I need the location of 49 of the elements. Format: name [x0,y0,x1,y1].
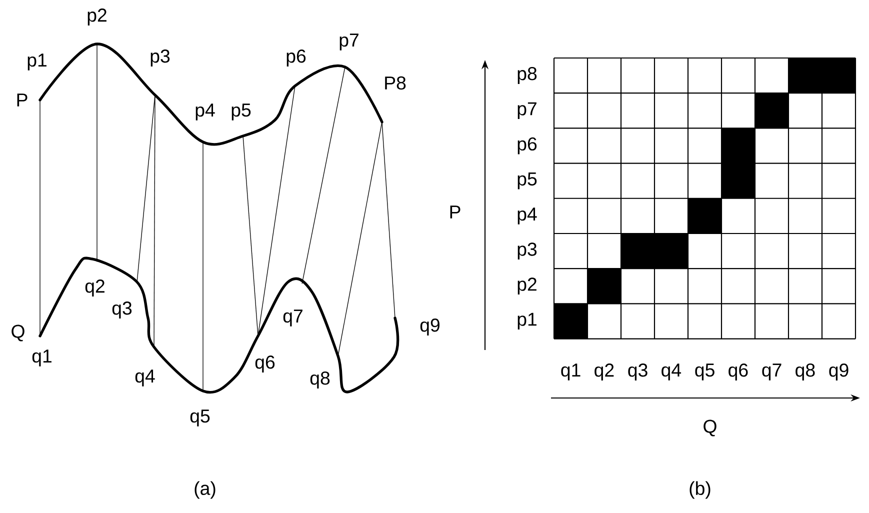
curve-point: P8 [385,76,406,90]
curve-point: q9 [420,318,440,336]
curve-point: p6 [286,50,306,66]
column-label: q6 [728,364,748,380]
curve-point: q8 [310,372,330,388]
row-label: p6 [518,137,537,154]
curve-point: q6 [255,356,275,372]
curve-point: q2 [85,280,104,296]
curve-point: q5 [190,410,210,426]
matching-line [96,44,98,262]
row-label: p4 [518,208,537,224]
column-label: q5 [695,364,714,380]
curve-point: p4 [196,104,215,120]
curve-point: p2 [88,8,106,26]
matching-line [258,86,296,336]
matching-line [242,136,258,336]
curve-label: Q [12,324,24,342]
matching-line [154,94,156,348]
row-label: p7 [518,102,536,120]
column-label: q7 [762,364,782,380]
curve-point: q4 [135,370,155,386]
column-label: q1 [561,364,580,380]
curve-point: p1 [28,54,46,70]
matching-line [202,142,204,392]
column-label: q9 [829,364,848,380]
row-label: p5 [518,172,537,190]
curve-point: q3 [112,302,132,318]
row-label: p8 [518,67,537,84]
matching-line [338,122,382,356]
curve-point: p3 [150,50,170,66]
panel-label: (b) [690,481,710,499]
curve-point: p5 [232,104,251,120]
column-label: q8 [796,364,815,380]
row-label: p2 [518,278,536,295]
axis-label: P [450,206,460,218]
curve-point: q1 [32,350,52,366]
panel-label: (a) [194,481,216,499]
row-label: p3 [518,242,537,260]
curve-label: P [17,94,28,106]
row-label: p1 [518,312,536,330]
curve-point: p7 [340,34,358,50]
column-label: q3 [628,364,648,380]
column-label: q2 [594,364,614,380]
matching-line [302,66,346,284]
matching-line [136,94,156,282]
axis-label: Q [704,420,716,436]
curve-point: q7 [283,310,302,326]
matching-line [382,122,396,318]
column-label: q4 [662,364,682,380]
